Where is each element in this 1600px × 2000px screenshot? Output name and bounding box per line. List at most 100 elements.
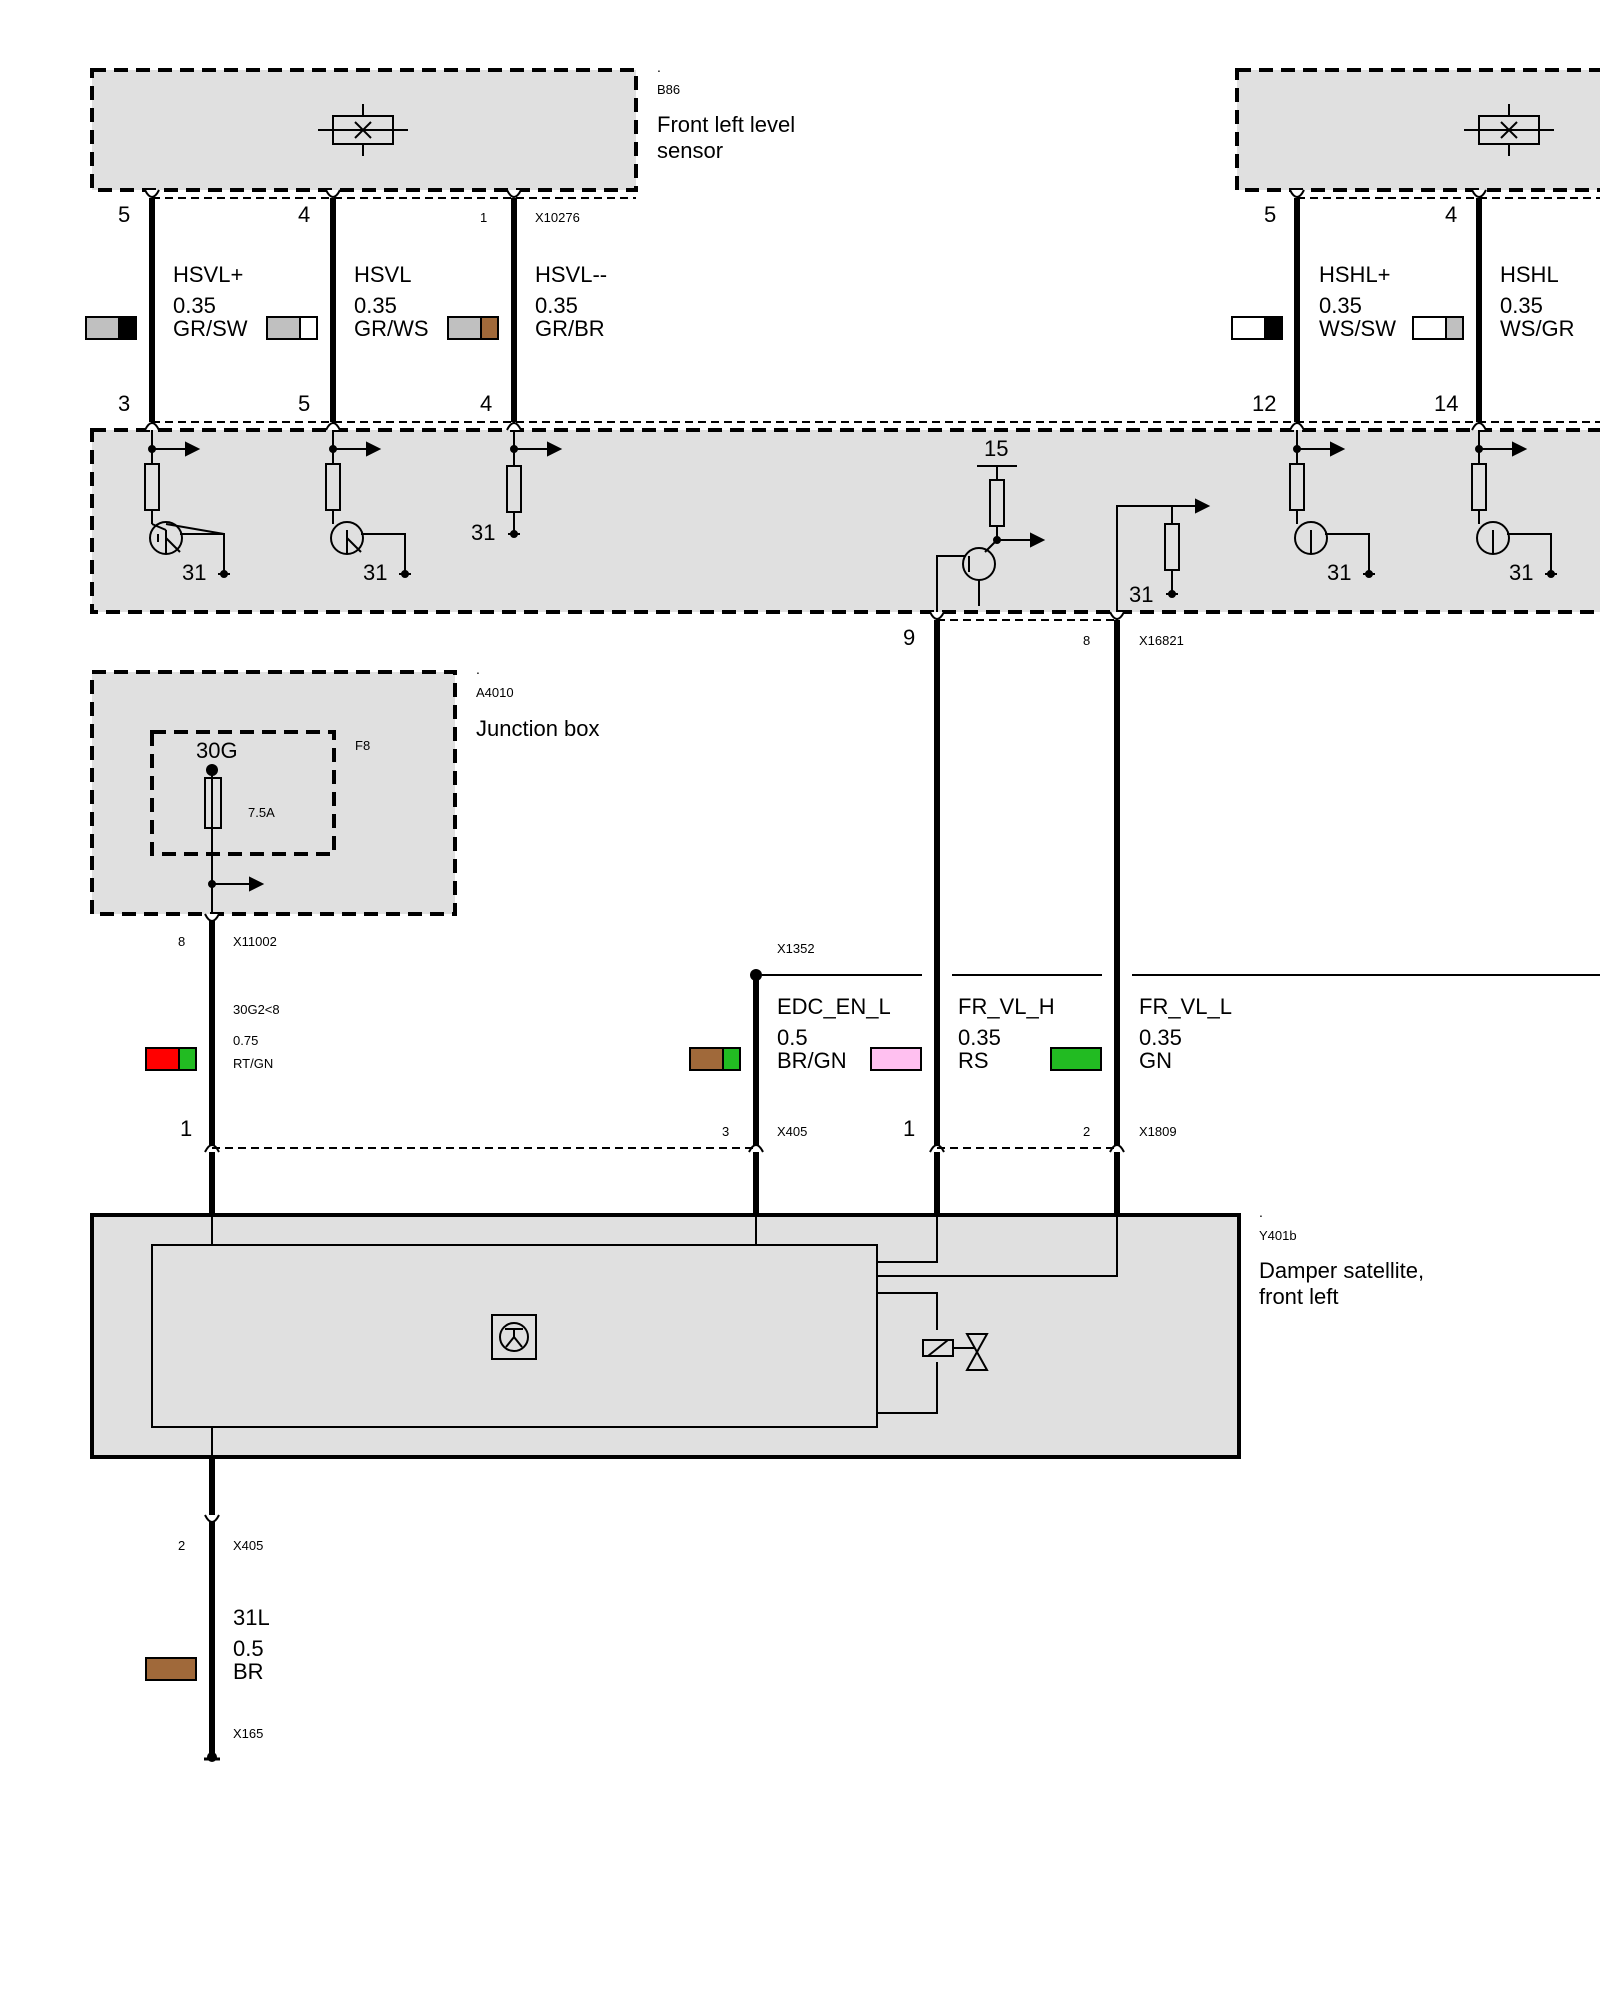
swatch-hshl-plus	[1231, 316, 1283, 340]
swatch-primary	[85, 316, 120, 340]
solenoid-valve-icon	[877, 1292, 989, 1414]
b86-name-line1: Front left level	[657, 112, 795, 137]
swatch-stripe	[118, 316, 137, 340]
wire-label-ground-size: 0.5	[233, 1636, 264, 1661]
swatch-stripe	[480, 316, 499, 340]
cu-ground-ch4: 31	[1327, 560, 1351, 585]
a4010-name: Junction box	[476, 716, 600, 741]
sensor-input-circuits	[144, 422, 1557, 578]
fuse-f8-label: F8	[355, 738, 370, 753]
cu-ground-ch5: 31	[1509, 560, 1533, 585]
wire-label-power-size: 0.75	[233, 1033, 258, 1048]
wire-label-hsvl-plus-color: GR/SW	[173, 316, 248, 341]
swatch-stripe	[299, 316, 318, 340]
wire-label-fr-vl-h-name: FR_VL_H	[958, 994, 1055, 1019]
valve-driver-circuit	[936, 465, 1211, 620]
y401b-name-line2: front left	[1259, 1284, 1338, 1309]
sensor-symbol-icon	[318, 104, 408, 156]
x165-label: X165	[233, 1726, 263, 1741]
wire-label-hshl-plus-color: WS/SW	[1319, 316, 1396, 341]
control-unit-box	[90, 428, 1600, 614]
wire-label-hsvl-plus-name: HSVL+	[173, 262, 243, 287]
wire-label-hshl-name: HSHL	[1500, 262, 1559, 287]
pin-y401b-30g: 1	[180, 1116, 192, 1141]
fuse-rating: 7.5A	[248, 805, 275, 820]
swatch-primary	[447, 316, 482, 340]
wire-label-edc-name: EDC_EN_L	[777, 994, 891, 1019]
pin-right-top-b: 4	[1445, 202, 1457, 227]
b86-dot: .	[657, 59, 661, 75]
wire-label-hsvl-plus-size: 0.35	[173, 293, 216, 318]
wire-label-edc-size: 0.5	[777, 1025, 808, 1050]
swatch-power	[145, 1047, 197, 1071]
pin-cu-hsvl-minus: 4	[480, 391, 492, 416]
pin-b86-hsvl-plus: 5	[118, 202, 130, 227]
y401b-name-line1: Damper satellite,	[1259, 1258, 1424, 1283]
wire-label-hsvl-minus-color: GR/BR	[535, 316, 605, 341]
pin-cu-hsvl-plus: 3	[118, 391, 130, 416]
wire-label-edc-color: BR/GN	[777, 1048, 847, 1073]
wire-label-hshl-plus-size: 0.35	[1319, 293, 1362, 318]
a4010-id: A4010	[476, 685, 514, 700]
cu-ground-pullup: 31	[1129, 582, 1153, 607]
wire-label-hsvl-name: HSVL	[354, 262, 411, 287]
wire-label-fr-vl-h-color: RS	[958, 1048, 989, 1073]
swatch-stripe	[1264, 316, 1283, 340]
pin-cu-hshl-plus: 12	[1252, 391, 1276, 416]
pin-y401b-fr-vl-h: 1	[903, 1116, 915, 1141]
swatch-hsvl-minus	[447, 316, 499, 340]
swatch-fill	[1050, 1047, 1102, 1071]
junction-box	[90, 670, 457, 916]
pin-b86-hsvl: 4	[298, 202, 310, 227]
x1809-label: X1809	[1139, 1124, 1177, 1139]
swatch-primary	[1231, 316, 1266, 340]
pin-b86-hsvl-minus: 1	[480, 210, 487, 225]
transistor-module-icon	[491, 1314, 537, 1360]
x405-bottom-label: X405	[233, 1538, 263, 1553]
wire-label-ground-color: BR	[233, 1659, 264, 1684]
x1352-label: X1352	[777, 941, 815, 956]
right-sensor-symbol-icon	[1464, 104, 1554, 156]
wire-label-power-name: 30G2<8	[233, 1002, 280, 1017]
cu-ground-ch3: 31	[471, 520, 495, 545]
swatch-hsvl	[266, 316, 318, 340]
swatch-primary	[266, 316, 301, 340]
swatch-fill	[145, 1657, 197, 1681]
cu-ground-ch1: 31	[182, 560, 206, 585]
wire-label-hsvl-size: 0.35	[354, 293, 397, 318]
swatch-stripe	[1445, 316, 1464, 340]
wire-label-hsvl-minus-name: HSVL--	[535, 262, 607, 287]
swatch-fill	[870, 1047, 922, 1071]
pin-right-top-a: 5	[1264, 202, 1276, 227]
swatch-fr-vl-h	[870, 1047, 922, 1071]
wire-label-power-color: RT/GN	[233, 1056, 273, 1071]
swatch-stripe	[722, 1047, 741, 1071]
damper-internal-lines	[211, 1215, 1118, 1457]
pin-y401b-gnd: 2	[178, 1538, 185, 1553]
x405-top-label: X405	[777, 1124, 807, 1139]
swatch-primary	[1412, 316, 1447, 340]
swatch-primary	[145, 1047, 180, 1071]
swatch-primary	[689, 1047, 724, 1071]
wire-label-fr-vl-l-size: 0.35	[1139, 1025, 1182, 1050]
b86-name-line2: sensor	[657, 138, 723, 163]
fuse-30g-label: 30G	[196, 738, 238, 763]
right-sensor-box	[1235, 68, 1600, 192]
swatch-hshl	[1412, 316, 1464, 340]
x10276-label: X10276	[535, 210, 580, 225]
pin-cu-hsvl: 5	[298, 391, 310, 416]
connector-fork-icons	[144, 189, 1487, 1523]
wire-label-hshl-size: 0.35	[1500, 293, 1543, 318]
wire-label-hsvl-color: GR/WS	[354, 316, 429, 341]
swatch-edc-en-l	[689, 1047, 741, 1071]
y401b-id: Y401b	[1259, 1228, 1297, 1243]
pin-a4010-out: 8	[178, 934, 185, 949]
fuse-f8-box	[150, 730, 336, 856]
cu-ground-ch2: 31	[363, 560, 387, 585]
b86-id: B86	[657, 82, 680, 97]
x11002-label: X11002	[233, 934, 277, 949]
pin-cu-hshl: 14	[1434, 391, 1458, 416]
thick-wires	[149, 198, 1482, 1757]
